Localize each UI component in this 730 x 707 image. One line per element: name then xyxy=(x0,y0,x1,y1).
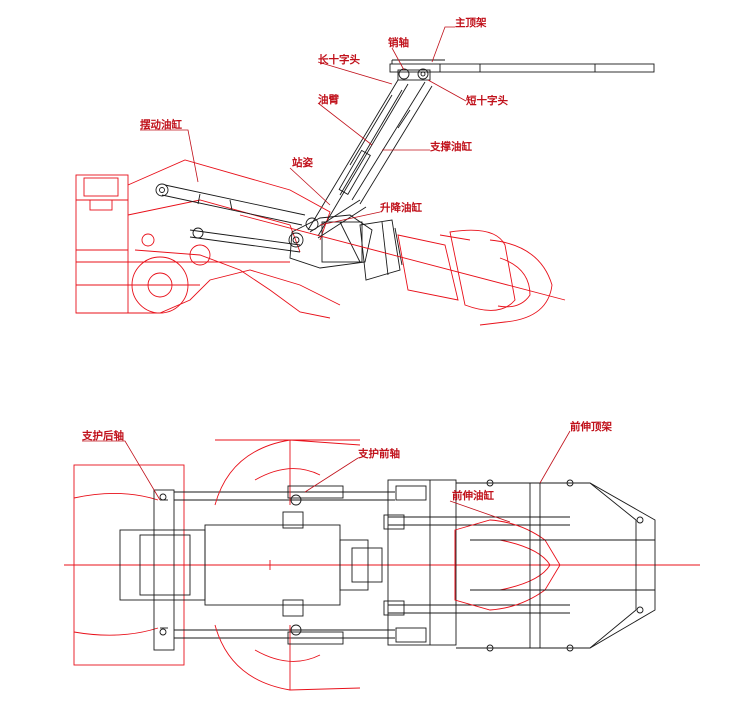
swing-cylinder xyxy=(155,183,306,253)
label-support-cylinder: 支撑油缸 xyxy=(429,140,472,153)
track-wheels xyxy=(131,233,211,314)
front-extension-frame xyxy=(383,479,570,646)
side-view xyxy=(75,59,655,326)
labels: 主顶架 销轴 长十字头 短十字头 油臂 支撑油缸 摆动油缸 站姿 升降油缸 支护… xyxy=(81,16,612,502)
label-front-extension-roof-frame: 前伸顶架 xyxy=(570,420,612,433)
label-pillar: 站姿 xyxy=(292,156,313,169)
front-support-cylinders xyxy=(282,485,344,645)
rear-block xyxy=(64,464,700,666)
lift-cylinder xyxy=(309,199,367,239)
label-long-cross-head: 长十字头 xyxy=(318,53,360,66)
leader-lines xyxy=(82,26,571,523)
chassis xyxy=(75,159,341,319)
shield-ring xyxy=(214,439,361,691)
motor-gearbox xyxy=(359,219,403,281)
label-lift-cylinder: 升降油缸 xyxy=(380,201,422,214)
rear-support-frame xyxy=(119,489,206,651)
boom-arm xyxy=(307,79,409,237)
top-pin-assembly xyxy=(397,68,431,81)
machine-body xyxy=(174,491,395,639)
support-cylinder xyxy=(351,81,433,205)
label-front-support-shaft: 支护前轴 xyxy=(357,447,400,460)
label-short-cross-head: 短十字头 xyxy=(466,94,508,107)
label-rear-support-shaft: 支护后轴 xyxy=(81,429,124,442)
label-swing-cylinder: 摆动油缸 xyxy=(140,118,182,131)
front-extension-roof-frame xyxy=(456,479,656,652)
cutter-head-top xyxy=(454,519,561,611)
main-roof-frame-beam xyxy=(389,59,655,73)
label-main-roof-frame: 主顶架 xyxy=(455,16,487,29)
cutter-arm xyxy=(239,214,566,326)
label-boom: 油臂 xyxy=(318,93,339,106)
top-view xyxy=(64,439,700,691)
label-pin-shaft: 销轴 xyxy=(388,36,409,49)
label-front-extension-cylinder: 前伸油缸 xyxy=(452,489,494,502)
